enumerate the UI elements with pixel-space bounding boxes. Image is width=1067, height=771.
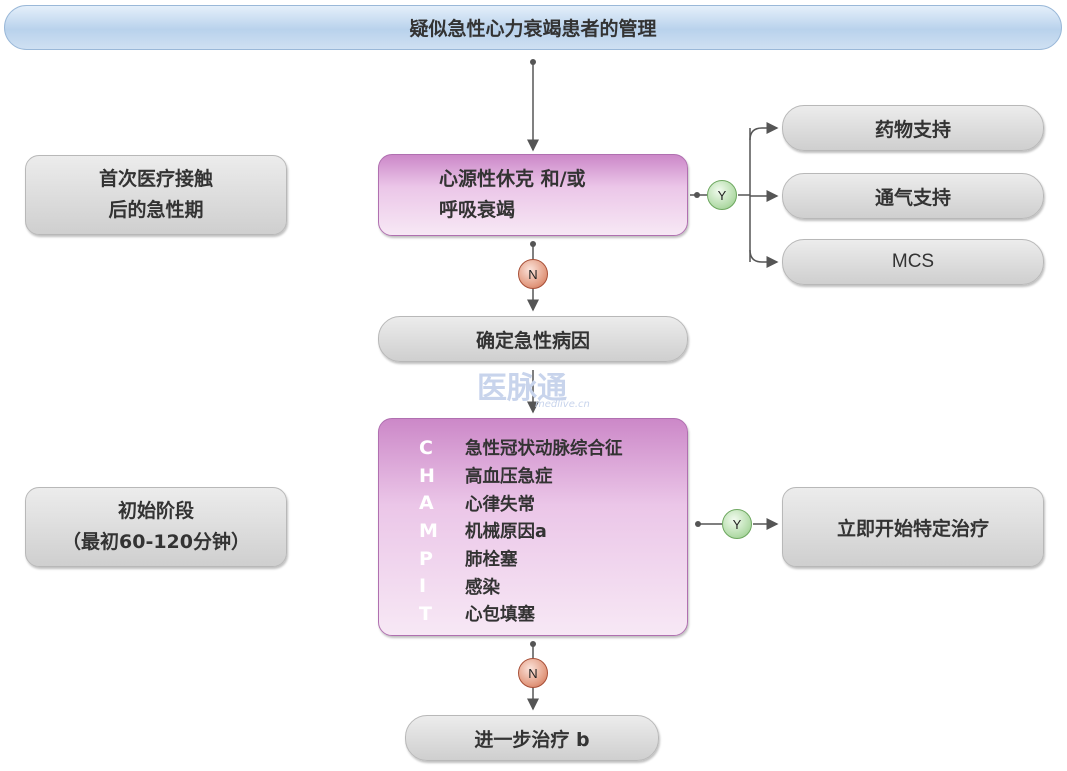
drug-support-box: 药物支持 [782,105,1044,151]
champit-row-p: P 肺栓塞 [419,545,687,573]
shock-respiratory-failure-box: 心源性休克 和/或 呼吸衰竭 [378,154,688,236]
watermark-url: medlive.cn [535,399,590,410]
champit-box: C 急性冠状动脉综合征 H 高血压急症 A 心律失常 M 机械原因a P 肺栓塞… [378,418,688,636]
champit-row-t: T 心包填塞 [419,600,687,628]
champit-row-i: I 感染 [419,572,687,600]
watermark-logo: 医脉通 [477,371,567,406]
identify-cause-box: 确定急性病因 [378,316,688,362]
champit-row-m: M 机械原因a [419,517,687,545]
champit-letter: C [419,436,433,459]
phase-initial: 初始阶段 （最初60-120分钟） [25,487,287,567]
champit-text: 心包填塞 [465,605,535,626]
champit-text: 机械原因a [465,522,547,543]
phase-first-contact: 首次医疗接触 后的急性期 [25,155,287,235]
mcs-box: MCS [782,239,1044,285]
yes-badge-shock: Y [707,180,737,210]
champit-letter: H [419,464,435,487]
no-badge-champit: N [518,658,548,688]
champit-letter: M [419,519,438,542]
champit-letter: T [419,602,432,625]
arrow-to-drug [749,122,779,141]
champit-text: 肺栓塞 [465,550,518,571]
no-badge-shock: N [518,259,548,289]
page-title: 疑似急性心力衰竭患者的管理 [4,5,1062,50]
champit-text: 心律失常 [465,494,535,515]
champit-letter: I [419,575,427,598]
specific-treatment-box: 立即开始特定治疗 [782,487,1044,567]
champit-row-h: H 高血压急症 [419,462,687,490]
shock-line1: 心源性休克 和/或 [439,168,586,190]
phase-initial-line1: 初始阶段 [117,500,194,522]
phase-initial-line2: （最初60-120分钟） [62,531,250,553]
further-treatment-box: 进一步治疗 b [405,715,659,761]
champit-row-c: C 急性冠状动脉综合征 [419,434,687,462]
champit-text: 高血压急症 [465,467,553,488]
ventilation-support-box: 通气支持 [782,173,1044,219]
champit-text: 感染 [465,577,500,598]
champit-letter: P [419,547,433,570]
shock-line2: 呼吸衰竭 [439,199,516,221]
champit-letter: A [419,492,434,515]
arrow-to-mcs [749,249,779,268]
phase-first-contact-line1: 首次医疗接触 [98,168,213,190]
champit-text: 急性冠状动脉综合征 [465,439,623,460]
champit-row-a: A 心律失常 [419,489,687,517]
yes-badge-champit: Y [722,509,752,539]
phase-first-contact-line2: 后的急性期 [108,199,204,221]
